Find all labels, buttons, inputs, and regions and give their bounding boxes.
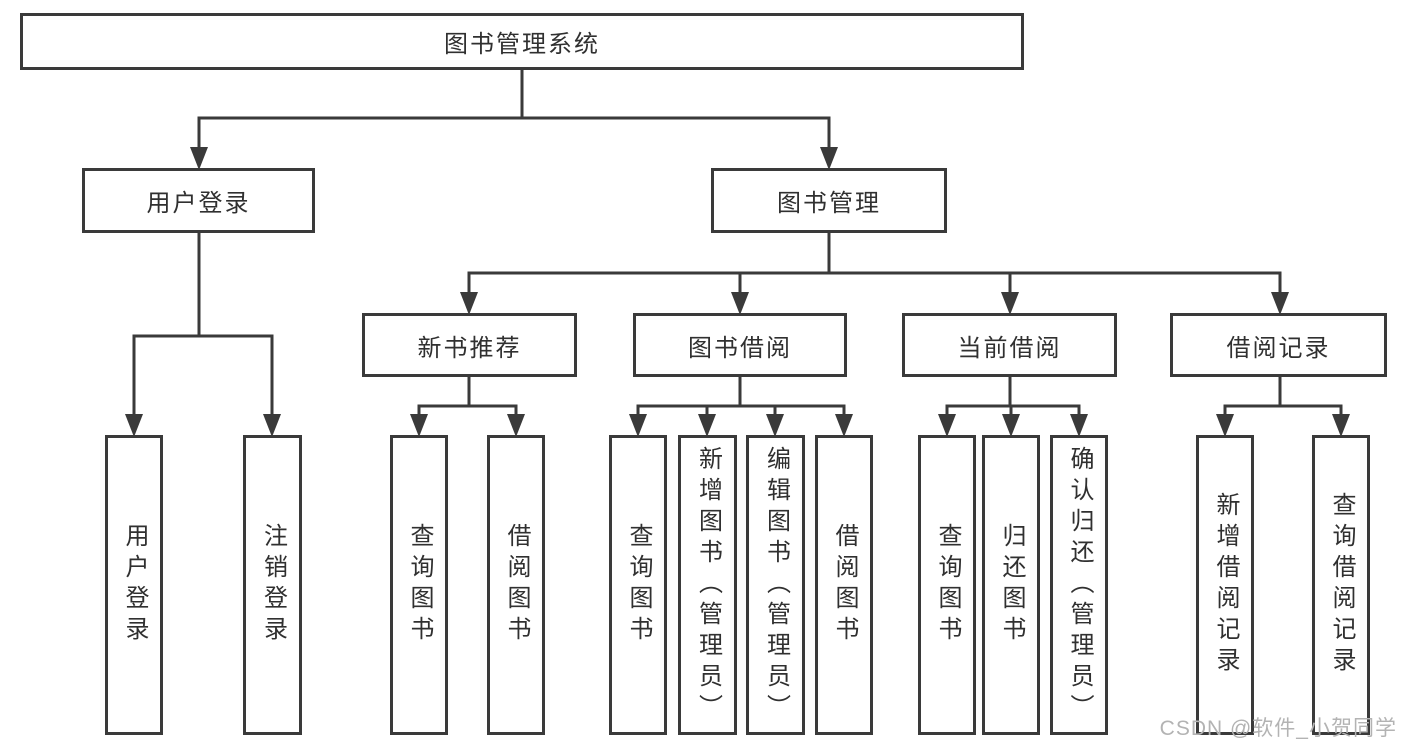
leaf-label: 确认归还（管理员）	[1066, 445, 1093, 725]
leaf-label: 借阅图书	[503, 523, 530, 647]
leaf-current-return-books: 归还图书	[982, 435, 1040, 735]
leaf-label: 编辑图书（管理员）	[762, 445, 790, 725]
node-label: 当前借阅	[957, 334, 1062, 362]
leaf-borrow-borrow-books: 借阅图书	[815, 435, 873, 735]
leaf-label: 归还图书	[998, 523, 1025, 647]
leaf-current-query-books: 查询图书	[918, 435, 976, 735]
leaf-borrow-query-books: 查询图书	[609, 435, 667, 735]
node-label: 借阅记录	[1226, 334, 1331, 362]
leaf-records-add-record: 新增借阅记录	[1196, 435, 1254, 735]
leaf-label: 新增图书（管理员）	[694, 445, 722, 725]
node-current-borrow: 当前借阅	[902, 313, 1117, 377]
leaf-recommend-borrow-books: 借阅图书	[487, 435, 545, 735]
csdn-watermark: CSDN @软件_小贺同学	[1159, 717, 1397, 740]
node-label: 新书推荐	[417, 334, 522, 362]
leaf-borrow-edit-books-admin: 编辑图书（管理员）	[746, 435, 805, 735]
leaf-borrow-add-books-admin: 新增图书（管理员）	[678, 435, 737, 735]
leaf-label: 查询图书	[934, 523, 961, 647]
leaf-user-login: 用户登录	[105, 435, 163, 735]
node-user-login: 用户登录	[82, 168, 315, 233]
leaf-label: 查询借阅记录	[1328, 492, 1355, 678]
node-borrow-records: 借阅记录	[1170, 313, 1387, 377]
leaf-label: 用户登录	[121, 523, 148, 647]
leaf-label: 查询图书	[406, 523, 433, 647]
leaf-label: 注销登录	[259, 523, 287, 647]
node-book-borrow: 图书借阅	[633, 313, 847, 377]
leaf-label: 借阅图书	[831, 523, 858, 647]
node-label: 用户登录	[146, 190, 251, 217]
leaf-logout: 注销登录	[243, 435, 302, 735]
leaf-label: 查询图书	[625, 523, 652, 647]
node-label: 图书借阅	[688, 334, 792, 362]
node-book-management: 图书管理	[711, 168, 947, 233]
root-title: 图书管理系统	[444, 31, 600, 58]
leaf-current-confirm-return-admin: 确认归还（管理员）	[1050, 435, 1108, 735]
arrowhead-icons	[125, 147, 1350, 437]
node-library-management-system: 图书管理系统	[20, 13, 1024, 70]
node-label: 图书管理	[777, 190, 881, 217]
leaf-recommend-query-books: 查询图书	[390, 435, 448, 735]
leaf-records-query-record: 查询借阅记录	[1312, 435, 1370, 735]
node-new-book-recommend: 新书推荐	[362, 313, 577, 377]
leaf-label: 新增借阅记录	[1212, 492, 1239, 678]
